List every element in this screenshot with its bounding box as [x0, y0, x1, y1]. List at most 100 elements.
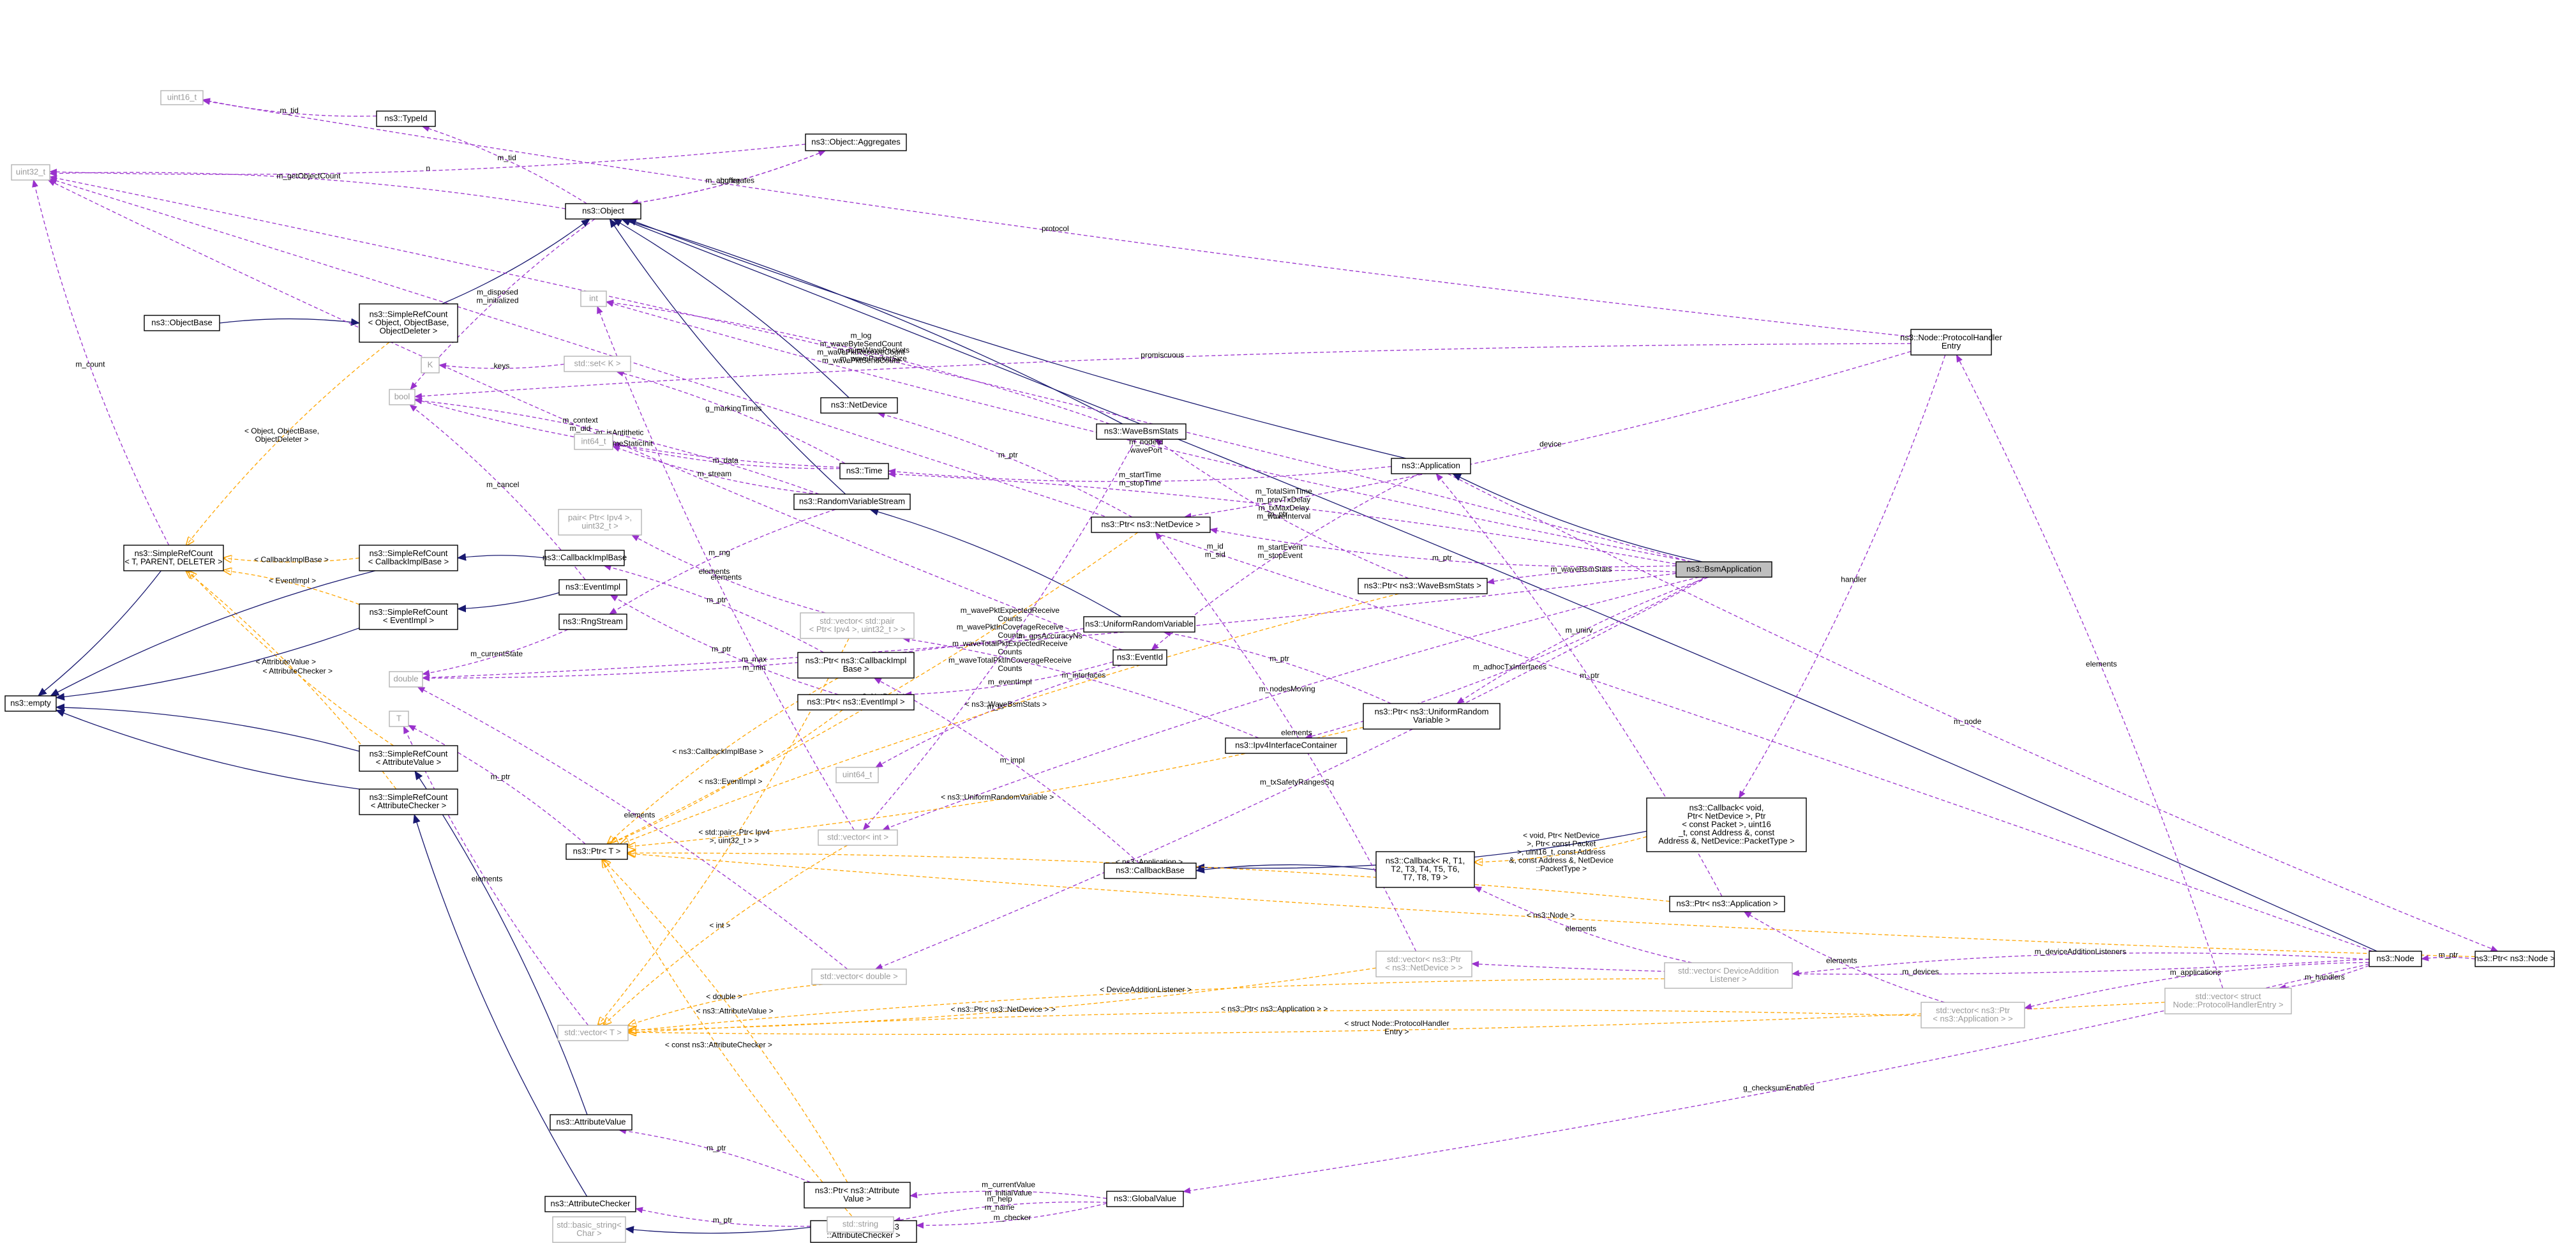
node-label: ns3::Ptr< T >: [573, 846, 621, 855]
node-label: std::vector< ns3::Ptr: [1387, 954, 1462, 964]
node-srcobject[interactable]: ns3::SimpleRefCount< Object, ObjectBase,…: [359, 303, 458, 343]
edge-wbstats-to-int: [606, 299, 1110, 425]
node-vecptrnd[interactable]: std::vector< ns3::Ptr< ns3::NetDevice > …: [1375, 951, 1472, 977]
node-ptrnode[interactable]: ns3::Ptr< ns3::Node >: [2475, 951, 2555, 967]
node-cib[interactable]: ns3::CallbackImplBase: [543, 550, 627, 566]
node-typeid[interactable]: ns3::TypeId: [376, 110, 436, 127]
edge-label: m_ptr: [1269, 654, 1289, 663]
node-ptrurv[interactable]: ns3::Ptr< ns3::UniformRandomVariable >: [1363, 703, 1501, 730]
node-eventid[interactable]: ns3::EventId: [1112, 649, 1167, 666]
edge-bsmapp-to-application: [1452, 473, 1703, 562]
edge-label: elements: [624, 810, 655, 819]
edge-label: elements: [2086, 659, 2117, 668]
node-srctpd[interactable]: ns3::SimpleRefCount< T, PARENT, DELETER …: [123, 545, 224, 571]
edge-ptrt-to-T: [408, 725, 586, 845]
node-bsmapp[interactable]: ns3::BsmApplication: [1675, 561, 1772, 578]
node-vecpair[interactable]: std::vector< std::pair< Ptr< Ipv4 >, uin…: [800, 612, 915, 639]
node-int[interactable]: int: [580, 290, 607, 307]
node-wbstats[interactable]: ns3::WaveBsmStats: [1096, 423, 1187, 440]
edge-typeid-to-uint16: [202, 98, 377, 117]
node-stdstring[interactable]: std::string: [827, 1216, 894, 1233]
node-callbackbase[interactable]: ns3::CallbackBase: [1104, 863, 1197, 879]
node-label: ns3::Object::Aggregates: [811, 137, 901, 146]
node-time[interactable]: ns3::Time: [839, 463, 889, 479]
node-K[interactable]: K: [421, 357, 440, 373]
node-ptrei[interactable]: ns3::Ptr< ns3::EventImpl >: [797, 694, 915, 711]
edge-ptrnode-to-ptrt: [627, 854, 2476, 958]
node-rvs[interactable]: ns3::RandomVariableStream: [793, 493, 911, 510]
edge-time-to-int64: [612, 442, 841, 469]
node-rngstream[interactable]: ns3::RngStream: [558, 614, 627, 630]
node-node[interactable]: ns3::Node: [2369, 951, 2422, 967]
node-int64[interactable]: int64_t: [574, 433, 613, 450]
node-application[interactable]: ns3::Application: [1391, 458, 1471, 474]
edge-label: n: [426, 163, 430, 172]
node-label: uint32_t: [16, 167, 46, 176]
edge-label: promiscuous: [1141, 350, 1184, 359]
node-label: < const Packet >, uint16: [1682, 819, 1771, 829]
edge-rvs-to-bool: [414, 397, 820, 495]
node-label: std::string: [842, 1219, 878, 1228]
node-label: Char >: [576, 1228, 601, 1238]
node-T[interactable]: T: [389, 711, 409, 727]
edge-pentry-to-uint16: [202, 98, 1912, 337]
node-label: ns3::SimpleRefCount: [135, 548, 213, 558]
node-attrchecker[interactable]: ns3::AttributeChecker: [544, 1196, 636, 1212]
edge-rvs-to-rngstream: [609, 509, 836, 615]
node-label: ns3::Node::ProtocolHandler: [1900, 333, 2002, 342]
edge-node-to-vecptrapp: [2024, 961, 2370, 1010]
node-label: _t, const Address &, const: [1678, 827, 1775, 837]
node-vecptrapp[interactable]: std::vector< ns3::Ptr< ns3::Application …: [1921, 1002, 2025, 1028]
node-label: uint64_t: [842, 769, 872, 779]
node-uint16[interactable]: uint16_t: [160, 90, 204, 105]
edge-urv-to-double: [422, 628, 1084, 682]
node-setk[interactable]: std::set< K >: [564, 356, 631, 372]
node-aggregates[interactable]: ns3::Object::Aggregates: [805, 133, 907, 151]
node-vecdal[interactable]: std::vector< DeviceAdditionListener >: [1664, 962, 1793, 989]
node-vecdouble[interactable]: std::vector< double >: [811, 968, 907, 985]
node-urv[interactable]: ns3::UniformRandomVariable: [1083, 616, 1195, 633]
node-double[interactable]: double: [389, 671, 423, 688]
node-ptrnd[interactable]: ns3::Ptr< ns3::NetDevice >: [1091, 516, 1211, 533]
edge-ptrei-to-eventimpl: [610, 594, 839, 695]
edge-application-to-object: [627, 218, 1407, 459]
node-globalvalue[interactable]: ns3::GlobalValue: [1106, 1191, 1184, 1207]
node-label: std::vector< std::pair: [820, 616, 895, 626]
node-label: ns3::Ptr< ns3::UniformRandom: [1375, 707, 1489, 716]
node-ptrav[interactable]: ns3::Ptr< ns3::AttributeValue >: [804, 1182, 911, 1209]
node-cbrt[interactable]: ns3::Callback< R, T1,T2, T3, T4, T5, T6,…: [1375, 851, 1475, 888]
edge-label: < int >: [709, 921, 730, 930]
node-srcac[interactable]: ns3::SimpleRefCount< AttributeChecker >: [359, 788, 458, 815]
node-objectbase[interactable]: ns3::ObjectBase: [144, 315, 220, 331]
node-ipv4ic[interactable]: ns3::Ipv4InterfaceContainer: [1225, 737, 1347, 754]
node-object[interactable]: ns3::Object: [565, 203, 641, 220]
node-uint64[interactable]: uint64_t: [835, 767, 879, 783]
node-vecint[interactable]: std::vector< int >: [818, 829, 898, 846]
node-vect[interactable]: std::vector< T >: [557, 1025, 629, 1041]
node-ptrt[interactable]: ns3::Ptr< T >: [565, 843, 628, 860]
node-pairipv4[interactable]: pair< Ptr< Ipv4 >,uint32_t >: [558, 509, 642, 536]
node-attrvalue[interactable]: ns3::AttributeValue: [550, 1114, 633, 1131]
node-basicstring[interactable]: std::basic_string<Char >: [552, 1216, 626, 1243]
node-ptrwbs[interactable]: ns3::Ptr< ns3::WaveBsmStats >: [1358, 578, 1488, 594]
node-label: ns3::Ptr< ns3::Application >: [1677, 898, 1778, 908]
edge-label: m_adhocTxInterfaces: [1473, 663, 1546, 672]
node-ptrapp[interactable]: ns3::Ptr< ns3::Application >: [1669, 896, 1785, 912]
node-uint32[interactable]: uint32_t: [11, 164, 50, 181]
node-srcav[interactable]: ns3::SimpleRefCount< AttributeValue >: [359, 745, 458, 772]
node-cbvoid[interactable]: ns3::Callback< void,Ptr< NetDevice >, Pt…: [1646, 797, 1807, 852]
edge-label: elements: [710, 573, 742, 582]
node-label: < EventImpl >: [383, 615, 434, 625]
node-eventimpl[interactable]: ns3::EventImpl: [558, 579, 627, 596]
node-bool[interactable]: bool: [389, 389, 416, 405]
node-srccib[interactable]: ns3::SimpleRefCount< CallbackImplBase >: [359, 545, 458, 571]
node-ptrcib[interactable]: ns3::Ptr< ns3::CallbackImplBase >: [797, 652, 915, 679]
node-netdevice[interactable]: ns3::NetDevice: [820, 397, 898, 414]
node-empty[interactable]: ns3::empty: [4, 695, 57, 712]
node-srcei[interactable]: ns3::SimpleRefCount< EventImpl >: [359, 603, 458, 630]
node-pentry[interactable]: ns3::Node::ProtocolHandlerEntry: [1900, 329, 2003, 356]
node-vecpentry[interactable]: std::vector< structNode::ProtocolHandler…: [2164, 988, 2292, 1014]
